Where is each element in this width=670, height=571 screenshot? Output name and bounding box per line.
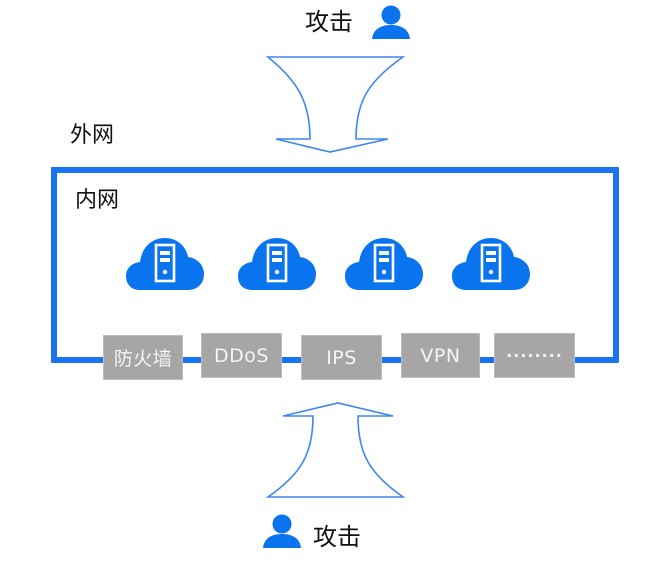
cloud-server-icon [238,238,316,290]
cloud-server-icon [452,238,530,290]
bottom-attack-label: 攻击 [313,523,361,551]
outer-network-label: 外网 [70,123,115,148]
inner-network-label: 内网 [75,188,120,213]
defense-ddos: DDoS [201,333,282,378]
bottom-user-icon [263,514,301,548]
defense-more: ········ [494,333,575,378]
defense-vpn: VPN [401,333,480,378]
top-attack-label: 攻击 [305,8,353,36]
top-user-icon [372,5,410,39]
defense-ips: IPS [301,335,382,380]
defense-firewall: 防火墙 [103,335,183,380]
cloud-server-icon [126,238,204,290]
cloud-server-icon [345,238,423,290]
